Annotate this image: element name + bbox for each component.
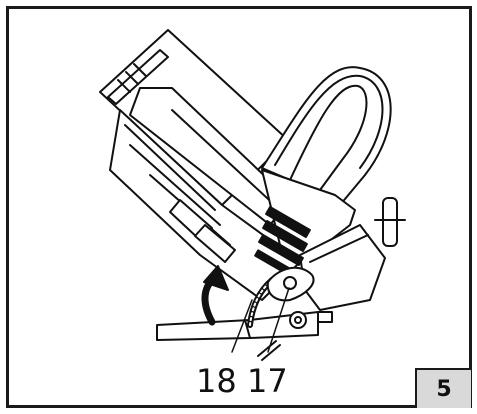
- handle: [261, 66, 392, 206]
- leader-17: [267, 287, 290, 353]
- gear-housing: [109, 109, 301, 301]
- armature-windings: [254, 206, 311, 277]
- figure-frame: [6, 6, 472, 408]
- guide-rod: [382, 197, 398, 247]
- figure-number-badge: 5: [415, 368, 471, 408]
- callout-18: 18: [196, 362, 237, 400]
- callout-17: 17: [247, 362, 288, 400]
- leader-18: [231, 299, 253, 353]
